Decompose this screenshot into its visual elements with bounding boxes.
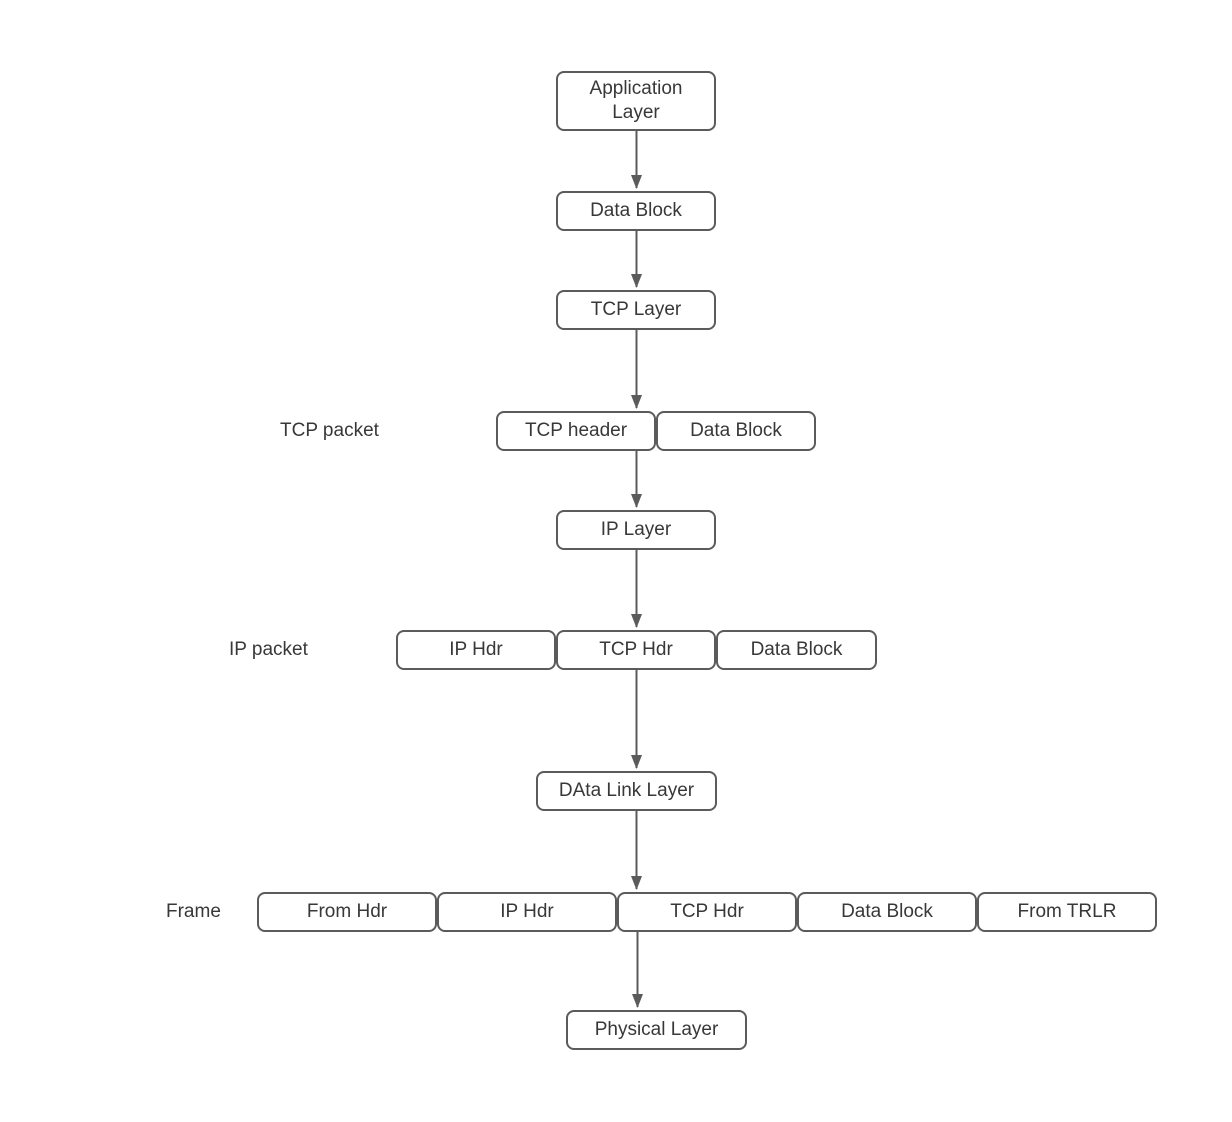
node-frame-from-trlr: From TRLR [977,892,1157,932]
node-ip-packet-ip-hdr: IP Hdr [396,630,556,670]
node-ip-packet-tcp-hdr: TCP Hdr [556,630,716,670]
node-frame-ip-hdr: IP Hdr [437,892,617,932]
node-ip-packet-data-block: Data Block [716,630,877,670]
node-data-link-layer: DAta Link Layer [536,771,717,811]
node-tcp-layer: TCP Layer [556,290,716,330]
node-tcp-header: TCP header [496,411,656,451]
node-frame-from-hdr: From Hdr [257,892,437,932]
node-tcp-packet-data-block: Data Block [656,411,816,451]
node-frame-data-block: Data Block [797,892,977,932]
node-frame-tcp-hdr: TCP Hdr [617,892,797,932]
node-data-block: Data Block [556,191,716,231]
label-tcp-packet: TCP packet [280,420,379,441]
label-ip-packet: IP packet [229,639,308,660]
node-ip-layer: IP Layer [556,510,716,550]
node-physical-layer: Physical Layer [566,1010,747,1050]
node-application-layer: Application Layer [556,71,716,131]
label-frame: Frame [166,901,221,922]
